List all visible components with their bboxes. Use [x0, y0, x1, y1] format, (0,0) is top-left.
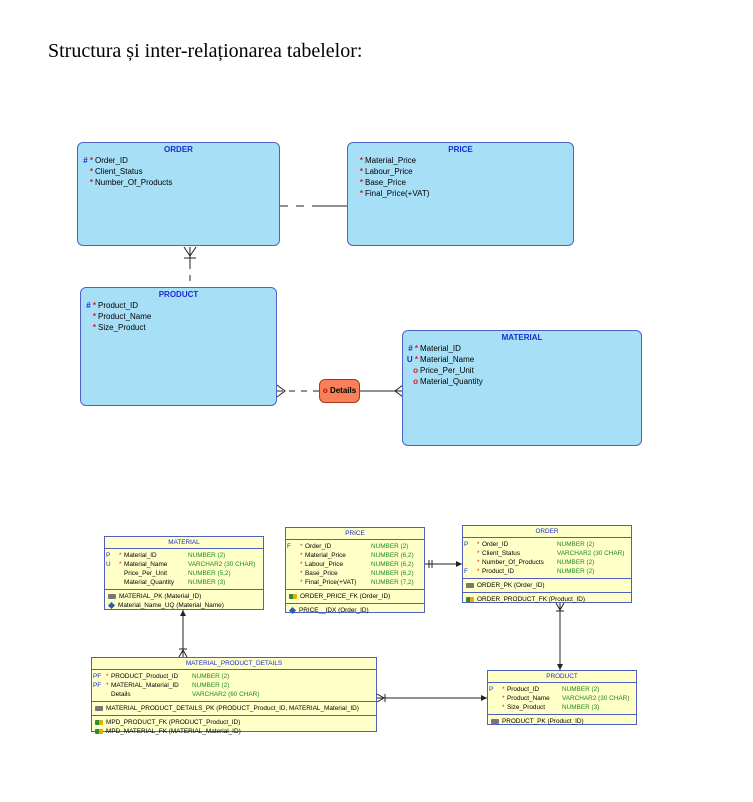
entity-attribute: # *Material_ID: [408, 344, 461, 353]
table-mpd-name: MATERIAL_PRODUCT_DETAILS: [92, 658, 376, 670]
table-foreign-keys: ORDER_PRICE_FK (Order_ID): [286, 590, 424, 604]
key-row: ORDER_PK (Order_ID): [463, 581, 631, 590]
fk-mpd-product-foot: [376, 693, 386, 703]
foreign-key-icon: [95, 728, 103, 734]
key-icon: [95, 705, 103, 711]
entity-order-name: ORDER: [164, 145, 193, 154]
fk-row: ORDER_PRICE_FK (Order_ID): [286, 592, 424, 601]
unique-key-icon: [107, 601, 116, 609]
entity-product-name: PRODUCT: [158, 290, 199, 299]
key-row: Material_Name_UQ (Material_Name): [105, 601, 263, 610]
crowfoot-product: [276, 384, 286, 398]
table-material-product-details[interactable]: MATERIAL_PRODUCT_DETAILS PF*PRODUCT_Prod…: [91, 657, 377, 735]
table-order-name: ORDER: [463, 526, 631, 538]
entity-order[interactable]: ORDER # *Order_ID *Client_Status *Number…: [77, 142, 280, 246]
fk-row: MPD_PRODUCT_FK (PRODUCT_Product_ID): [92, 718, 376, 727]
table-price-name: PRICE: [286, 528, 424, 540]
details-label: Details: [329, 386, 357, 395]
table-column-row: *Final_Price(+VAT)NUMBER (7,2): [300, 579, 414, 586]
entity-attribute: # *Product_ID: [86, 301, 139, 310]
entity-material[interactable]: MATERIAL # *Material_ID U *Material_Name…: [402, 330, 642, 446]
entity-attribute: # *Order_ID: [83, 156, 128, 165]
fk-row: MPD_MATERIAL_FK (MATERIAL_Material_ID): [92, 727, 376, 736]
key-icon: [491, 718, 499, 724]
fk-mpd-product-arrow: [481, 695, 487, 701]
entity-price-name: PRICE: [448, 145, 473, 154]
crowfoot-material: [394, 384, 404, 398]
table-foreign-keys: MPD_PRODUCT_FK (PRODUCT_Product_ID) MPD_…: [92, 716, 376, 738]
page-title: Structura și inter-relaționarea tabelelo…: [48, 40, 363, 62]
entity-material-name: MATERIAL: [501, 333, 543, 342]
foreign-key-icon: [466, 596, 474, 602]
fk-mpd-material-foot: [178, 648, 188, 658]
entity-attribute: *Base_Price: [359, 178, 406, 187]
entity-attribute: U *Material_Name: [406, 355, 475, 364]
key-icon: [466, 582, 474, 588]
fk-row: ORDER_PRODUCT_FK (Product_ID): [463, 595, 631, 604]
entity-details[interactable]: o Details: [319, 379, 360, 403]
key-row: MATERIAL_PK (Material_ID): [105, 592, 263, 601]
entity-attribute: *Client_Status: [89, 167, 143, 176]
key-row: PRODUCT_PK (Product_ID): [488, 717, 636, 726]
foreign-key-icon: [289, 593, 297, 599]
entity-attribute: *Material_Price: [359, 156, 417, 165]
key-icon: [108, 593, 116, 599]
table-indexes: PRICE__IDX (Order_ID): [286, 604, 424, 617]
fk-price-order-arrow: [456, 561, 462, 567]
entity-attribute: *Final_Price(+VAT): [359, 189, 430, 198]
table-keys: MATERIAL_PRODUCT_DETAILS_PK (PRODUCT_Pro…: [92, 702, 376, 716]
key-row: MATERIAL_PRODUCT_DETAILS_PK (PRODUCT_Pro…: [92, 704, 376, 713]
table-keys: MATERIAL_PK (Material_ID) Material_Name_…: [105, 590, 263, 612]
fk-order-product-foot: [555, 602, 565, 612]
index-row: PRICE__IDX (Order_ID): [286, 606, 424, 615]
entity-attribute: *Product_Name: [92, 312, 152, 321]
table-keys: PRODUCT_PK (Product_ID): [488, 715, 636, 728]
entity-price[interactable]: PRICE *Material_Price *Labour_Price *Bas…: [347, 142, 574, 246]
table-foreign-keys: ORDER_PRODUCT_FK (Product_ID): [463, 593, 631, 606]
entity-attribute: *Size_Product: [92, 323, 146, 332]
entity-attribute: *Number_Of_Products: [89, 178, 173, 187]
table-material-name: MATERIAL: [105, 537, 263, 549]
table-keys: ORDER_PK (Order_ID): [463, 579, 631, 593]
entity-product[interactable]: PRODUCT # *Product_ID *Product_Name *Siz…: [80, 287, 277, 406]
fk-price-order-bar: [428, 560, 433, 568]
crowfoot-order: [183, 246, 197, 259]
entity-attribute: *Labour_Price: [359, 167, 413, 176]
foreign-key-icon: [95, 719, 103, 725]
fk-mpd-material-arrow: [180, 610, 186, 616]
table-product-name: PRODUCT: [488, 671, 636, 683]
fk-order-product-arrow: [557, 664, 563, 670]
index-icon: [288, 606, 297, 614]
